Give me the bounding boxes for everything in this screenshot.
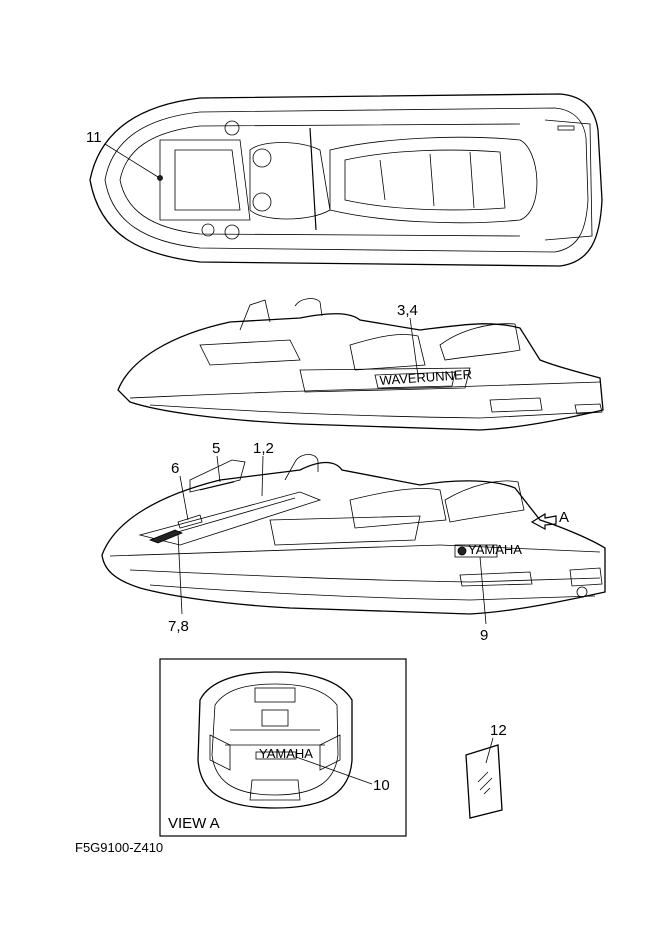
view-a-label: VIEW A xyxy=(168,815,220,832)
view-a-panel: YAMAHA VIEW A xyxy=(159,658,407,837)
callout-5: 5 xyxy=(212,440,220,457)
manual-card-part-12 xyxy=(465,744,503,819)
logo-decal-text: YAMAHA xyxy=(468,542,522,557)
callout-3-4: 3,4 xyxy=(397,302,418,319)
callout-a: A xyxy=(559,509,569,526)
callout-12: 12 xyxy=(490,722,507,739)
figure-code: F5G9100-Z410 xyxy=(75,840,163,855)
callout-labels: 11 3,4 5 1,2 6 7,8 9 A 10 12 xyxy=(86,129,569,794)
side-view-watercraft-lower: YAMAHA xyxy=(101,454,606,615)
callout-10: 10 xyxy=(373,777,390,794)
leader-lines xyxy=(104,143,557,785)
callout-1-2: 1,2 xyxy=(253,440,274,457)
callout-7-8: 7,8 xyxy=(168,618,189,635)
rear-decal-text: YAMAHA xyxy=(259,746,313,761)
side-decal-text: WAVERUNNER xyxy=(379,367,472,388)
callout-11: 11 xyxy=(86,129,102,146)
callout-6: 6 xyxy=(171,460,179,477)
top-view-watercraft xyxy=(89,93,603,267)
callout-9: 9 xyxy=(480,627,488,644)
side-view-watercraft-upper: WAVERUNNER xyxy=(117,298,604,431)
